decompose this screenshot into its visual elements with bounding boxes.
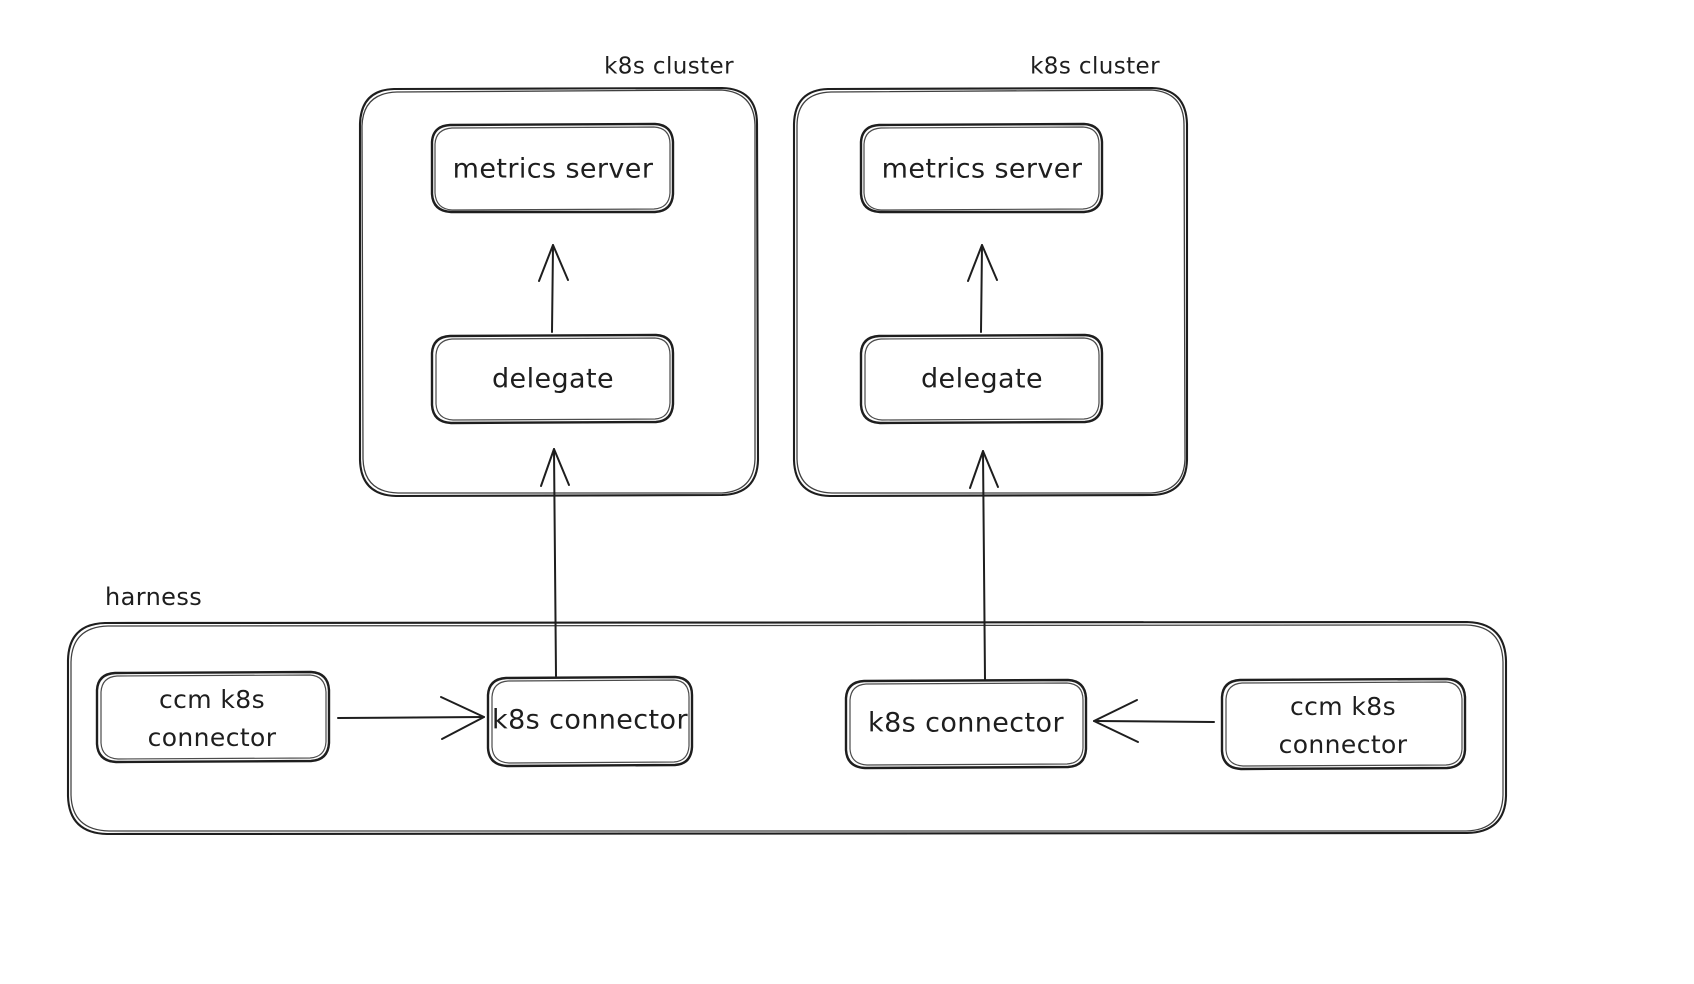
group-k8s-cluster-left: k8s cluster [358, 54, 760, 498]
node-label-ccm-k8s-connector-right-line1: ccm k8s [1290, 692, 1396, 721]
edge-k8s-connector-left-to-delegate-left [540, 448, 570, 677]
node-label-delegate-left: delegate [492, 364, 614, 395]
edge-delegate-right-to-metrics-server-right [967, 244, 998, 333]
node-metrics-server-left[interactable]: metrics server [430, 122, 675, 214]
edge-ccm-connector-left-to-k8s-connector-left [337, 696, 485, 740]
node-label-k8s-connector-right: k8s connector [868, 708, 1064, 739]
group-label-k8s-cluster-left: k8s cluster [604, 54, 734, 80]
node-label-k8s-connector-left: k8s connector [492, 705, 688, 736]
node-k8s-connector-left[interactable]: k8s connector [486, 675, 694, 768]
node-label-ccm-k8s-connector-left-line1: ccm k8s [159, 685, 265, 714]
group-label-k8s-cluster-right: k8s cluster [1030, 54, 1160, 80]
node-label-delegate-right: delegate [921, 364, 1043, 395]
group-k8s-cluster-right: k8s cluster [792, 54, 1189, 498]
edge-ccm-connector-right-to-k8s-connector-right [1093, 699, 1215, 743]
node-label-metrics-server-right: metrics server [882, 154, 1083, 185]
group-label-harness: harness [105, 583, 202, 611]
node-ccm-k8s-connector-right[interactable]: ccm k8s connector [1220, 677, 1467, 771]
node-delegate-right[interactable]: delegate [859, 333, 1104, 425]
node-label-metrics-server-left: metrics server [453, 154, 654, 185]
node-metrics-server-right[interactable]: metrics server [859, 122, 1104, 214]
group-harness: harness [66, 583, 1508, 836]
node-delegate-left[interactable]: delegate [430, 333, 675, 425]
node-label-ccm-k8s-connector-right-line2: connector [1279, 730, 1408, 759]
node-k8s-connector-right[interactable]: k8s connector [844, 678, 1088, 770]
node-label-ccm-k8s-connector-left-line2: connector [148, 723, 277, 752]
node-ccm-k8s-connector-left[interactable]: ccm k8s connector [95, 670, 331, 764]
edge-delegate-left-to-metrics-server-left [538, 244, 569, 333]
edge-k8s-connector-right-to-delegate-right [969, 450, 999, 680]
